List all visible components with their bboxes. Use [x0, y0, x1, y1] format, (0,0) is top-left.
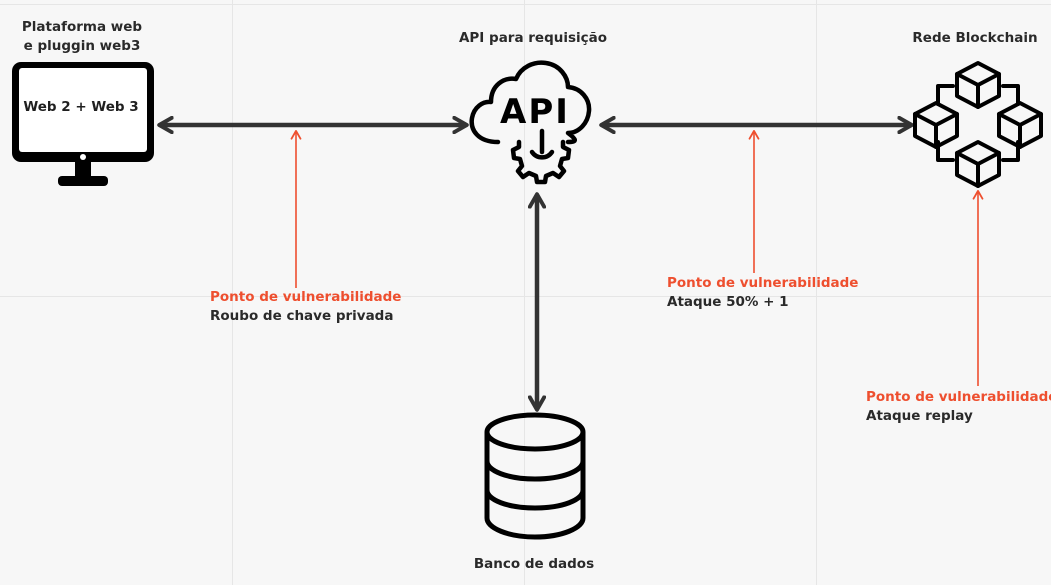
blockchain-network-icon: [913, 61, 1043, 188]
blockchain-title: Rede Blockchain: [912, 30, 1038, 46]
monitor-icon: [12, 62, 154, 186]
api-title: API para requisição: [458, 30, 608, 46]
cloud-gear-api-icon: API: [469, 60, 592, 185]
monitor-screen-text: Web 2 + Web 3: [23, 99, 139, 115]
vulnerability-description: Ataque replay: [866, 408, 973, 424]
database-icon: [484, 412, 586, 540]
vulnerability-title: Ponto de vulnerabilidade: [210, 289, 402, 305]
vulnerability-callout-3: Ponto de vulnerabilidade Ataque replay: [866, 388, 1051, 426]
vulnerability-description: Roubo de chave privada: [210, 308, 394, 324]
platform-title: Plataforma web e pluggin web3: [22, 18, 142, 56]
platform-title-line1: Plataforma web: [21, 19, 143, 35]
database-title: Banco de dados: [473, 556, 595, 572]
platform-title-line2: e pluggin web3: [23, 38, 141, 54]
vulnerability-callout-1: Ponto de vulnerabilidade Roubo de chave …: [210, 288, 401, 326]
api-icon-text: API: [500, 92, 570, 132]
vulnerability-title: Ponto de vulnerabilidade: [667, 275, 859, 291]
vulnerability-description: Ataque 50% + 1: [667, 294, 789, 310]
vulnerability-callout-2: Ponto de vulnerabilidade Ataque 50% + 1: [667, 274, 858, 312]
vulnerability-title: Ponto de vulnerabilidade: [866, 389, 1051, 405]
